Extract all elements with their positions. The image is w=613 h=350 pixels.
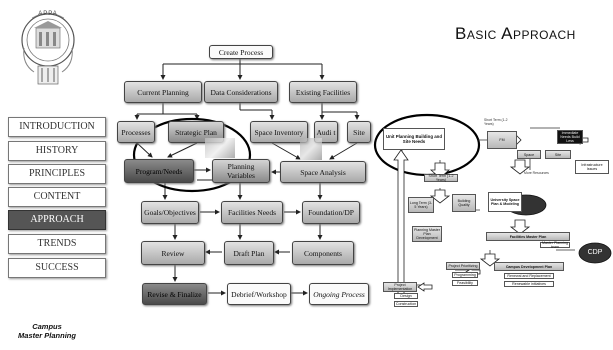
nav-content[interactable]: CONTENT: [8, 187, 106, 207]
facilities-master-plan-box: Facilities Master Plan: [486, 232, 570, 241]
goals-objectives-box: Goals/Objectives: [141, 201, 199, 224]
audit-box: Audi t: [314, 121, 338, 143]
space-box: Space: [517, 150, 541, 159]
feasibility-box: Feasibility: [452, 280, 478, 286]
review-box: Review: [141, 241, 205, 265]
data-considerations-box: Data Considerations: [204, 81, 278, 103]
photo-fragment: [300, 138, 322, 160]
immediate-needs-box: Immediate Needs Build Less: [557, 130, 583, 144]
nav-approach[interactable]: APPROACH: [8, 210, 106, 230]
create-process-box: Create Process: [209, 45, 273, 59]
footer-line-2: Master Planning: [18, 331, 76, 340]
program-needs-box: Program/Needs: [124, 159, 194, 183]
short-term-label: Short Term (1-2 Years): [484, 118, 508, 126]
processes-box: Processes: [117, 121, 155, 143]
short-term-label-box: Short Term (1-2 Years): [424, 174, 458, 182]
master-planning-team-box: Master Planning team: [540, 241, 570, 249]
nav-introduction[interactable]: INTRODUCTION: [8, 117, 106, 137]
building-quality-box: Building Quality: [452, 194, 476, 212]
project-implementation-box: Project Implementation: [383, 282, 417, 292]
planning-master-plan-box: Planning Master Plan Development: [412, 226, 442, 242]
fm-box: FM: [487, 131, 517, 149]
university-space-plan-box: University Space Plan & Modeling: [488, 192, 522, 212]
space-inventory-box: Space Inventory: [250, 121, 308, 143]
foundation-dp-box: Foundation/DP: [302, 201, 360, 224]
site-box: Site: [347, 121, 371, 143]
nav-history[interactable]: HISTORY: [8, 141, 106, 161]
nav-trends[interactable]: TRENDS: [8, 234, 106, 254]
renewable-initiatives-box: Renewable initiatives: [504, 281, 554, 287]
facilities-needs-box: Facilities Needs: [221, 201, 283, 224]
cdp-label: CDP: [587, 249, 603, 256]
slide-title: Basic Approach: [455, 24, 576, 43]
components-box: Components: [292, 241, 354, 265]
draft-plan-box: Draft Plan: [224, 241, 274, 265]
unit-planning-box: Unit Planning Building and Site Needs: [383, 128, 445, 150]
ongoing-process-box: Ongoing Process: [309, 283, 369, 305]
design-box: Design: [394, 293, 418, 299]
infrastructure-issues-box: Infrastructure Issues: [575, 160, 609, 174]
long-term-box: Long Term (3-5 Years): [408, 197, 434, 213]
footer-line-1: Campus: [32, 322, 62, 331]
more-resources-label: More Resources: [524, 171, 549, 175]
appa-logo: APPA: [14, 8, 82, 90]
programming-box: Programming: [452, 272, 478, 278]
renewal-replacement-box: Renewal and Replacement: [504, 273, 554, 279]
space-analysis-box: Space Analysis: [280, 161, 366, 183]
existing-facilities-box: Existing Facilities: [289, 81, 357, 103]
debrief-workshop-box: Debrief/Workshop: [227, 283, 291, 305]
campus-development-plan-box: Campus Development Plan: [494, 262, 564, 271]
footer-caption: Campus Master Planning: [5, 322, 89, 340]
planning-variables-box: Planning Variables: [212, 159, 270, 183]
nav-principles[interactable]: PRINCIPLES: [8, 164, 106, 184]
project-prioritizing-box: Project Prioritizing: [446, 262, 480, 270]
strategic-plan-box: Strategic Plan: [168, 121, 224, 143]
revise-finalize-box: Revise & Finalize: [142, 283, 207, 305]
site-small-box: Site: [545, 150, 571, 159]
nav-success[interactable]: SUCCESS: [8, 258, 106, 278]
construction-box: Construction: [394, 301, 418, 307]
logo-text: APPA: [38, 11, 58, 17]
current-planning-box: Current Planning: [124, 81, 202, 103]
photo-fragment: [205, 138, 235, 158]
